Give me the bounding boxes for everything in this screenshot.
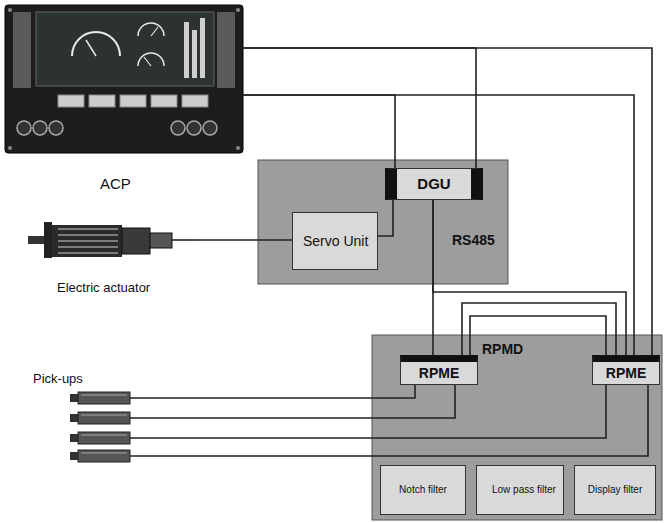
- dgu-box: DGU: [385, 168, 483, 200]
- node-label: RPME: [419, 365, 459, 381]
- gauge-needle: [144, 57, 151, 66]
- plug: [150, 233, 172, 248]
- gauge: [138, 23, 164, 36]
- flange: [44, 222, 52, 258]
- wire: [243, 95, 634, 355]
- group-ground: [258, 160, 508, 284]
- pick-ups: Pick-ups: [25, 372, 130, 470]
- node-label: RS485: [452, 232, 495, 248]
- wire: [243, 95, 395, 168]
- rpmd-box: RPMD RPME RPME Notch filter Low pass filter D…: [372, 335, 662, 520]
- group-ground: [372, 335, 662, 520]
- screws: [8, 8, 240, 150]
- wire: [243, 48, 652, 355]
- electric-actuator: Electric actuator: [25, 205, 195, 300]
- filter-box: Low pass filter: [476, 465, 564, 515]
- node-label: Pick-ups: [33, 372, 83, 387]
- cooling-fins: [58, 229, 118, 253]
- soft-keys: [58, 95, 208, 107]
- gauge-needle: [86, 40, 96, 56]
- shaft: [28, 236, 46, 244]
- filter-box: Notch filter: [380, 465, 466, 515]
- side-strip: [217, 12, 235, 88]
- end-cap: [122, 228, 150, 254]
- wire: [433, 200, 626, 355]
- knobs: [17, 121, 217, 135]
- side-strip: [13, 12, 31, 88]
- wire: [243, 48, 476, 168]
- control-panel: ACP: [5, 5, 243, 195]
- node-label: ACP: [100, 175, 131, 192]
- wire: [195, 239, 292, 241]
- rpme-box: RPME: [400, 355, 478, 385]
- gauge: [138, 53, 164, 66]
- control-panel-picture: [5, 5, 243, 153]
- node-label: RPME: [606, 365, 646, 381]
- filter-box: Display filter: [574, 465, 656, 515]
- motor-body: [52, 225, 122, 257]
- node-label: Notch filter: [399, 484, 447, 496]
- cable: [172, 239, 195, 241]
- rs485-unit: RS485 DGU Servo Unit: [258, 160, 508, 284]
- node-label: DGU: [417, 175, 450, 192]
- rpme-box: RPME: [592, 355, 660, 385]
- panel-housing: [5, 5, 243, 153]
- node-label: Electric actuator: [57, 281, 150, 296]
- wire: [130, 385, 455, 418]
- actuator-picture: [28, 222, 195, 258]
- gauge-needle: [151, 27, 158, 36]
- gauge: [72, 32, 120, 56]
- node-label: Display filter: [588, 484, 642, 496]
- servo-unit-box: Servo Unit: [292, 212, 378, 270]
- display-screen: [36, 12, 214, 86]
- bar-display: [184, 18, 205, 78]
- node-label: Servo Unit: [303, 233, 367, 249]
- node-label: RPMD: [482, 341, 523, 357]
- pick-up-sensors: [70, 392, 130, 462]
- wire: [378, 200, 393, 236]
- node-label: Low pass filter: [492, 484, 548, 496]
- wire: [130, 385, 648, 456]
